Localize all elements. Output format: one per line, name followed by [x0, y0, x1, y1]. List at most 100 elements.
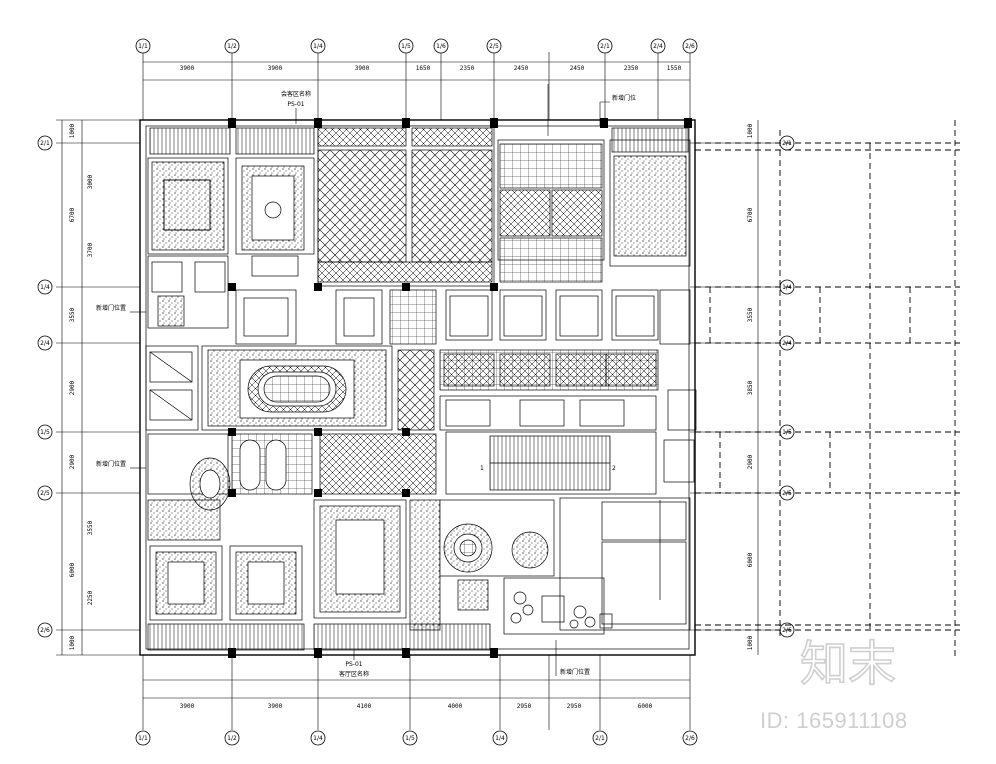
dim-text: 1000	[69, 123, 76, 138]
grid-label: 1/6	[436, 43, 446, 50]
open-area-bottom-right	[559, 497, 691, 631]
dim-text: 6000	[747, 552, 754, 567]
grid-label: 1/1	[138, 735, 148, 742]
dim-text: 6700	[747, 207, 754, 222]
grid-labels-right: 2/1 1/4 2/4 1/5 2/5 2/6	[782, 140, 792, 634]
grid-label: 1/5	[401, 43, 411, 50]
dim-text: 2450	[570, 65, 585, 72]
dim-text: 3700	[87, 242, 94, 257]
dim-text: 4000	[448, 703, 463, 710]
dim-text: 2950	[567, 703, 582, 710]
dim-text: 3550	[747, 307, 754, 322]
room-label: 1	[480, 465, 484, 472]
dim-text: 3900	[268, 65, 283, 72]
dim-text: 3550	[69, 307, 76, 322]
dims-bottom: 3900 3900 4100 4000 2950 2950 6000	[180, 703, 653, 710]
elevator-core	[235, 289, 691, 345]
dim-text: 3900	[180, 65, 195, 72]
room-label: 2	[612, 465, 616, 472]
top-dimension-lines	[142, 52, 691, 730]
dim-text: 4100	[357, 703, 372, 710]
grid-label: 1/4	[313, 43, 323, 50]
dim-text: 2250	[87, 590, 94, 605]
stairwell	[439, 389, 697, 495]
dim-text: 1000	[747, 635, 754, 650]
dims-right: 1000 6700 3550 3850 2900 6000 1000	[747, 123, 754, 650]
drawing-labels: 会客区名称 PS-01 PS-01 客厅区名称 新增门位 新增门位置 新增门位置…	[96, 90, 636, 678]
grid-label: 2/4	[782, 340, 792, 347]
lower-corridor	[147, 433, 437, 511]
grand-salon	[201, 345, 393, 431]
dim-text: 1650	[416, 65, 431, 72]
grid-label: 2/6	[685, 43, 695, 50]
dims-left-outer: 1000 6700 3550 2900 2900 6000 1000	[69, 123, 76, 650]
grid-label: 2/6	[782, 627, 792, 634]
grid-label: 2/1	[782, 140, 792, 147]
dim-text: 2900	[69, 454, 76, 469]
elevator-lobby	[397, 349, 659, 431]
terrace	[503, 577, 605, 635]
dim-text: 2350	[624, 65, 639, 72]
grid-label: 1/2	[227, 43, 237, 50]
grid-label: 2/5	[40, 490, 50, 497]
grid-label: 2/1	[595, 735, 605, 742]
dim-text: 6000	[638, 703, 653, 710]
left-service	[145, 345, 199, 431]
bottom-code-label: PS-01	[345, 661, 362, 668]
bedroom-top-left	[147, 127, 231, 329]
grid-label: 1/4	[40, 284, 50, 291]
grid-label: 1/4	[495, 735, 505, 742]
watermark-logo: 知末	[799, 632, 920, 693]
grid-label: 2/5	[489, 43, 499, 50]
bedroom-bottom-left	[147, 499, 305, 651]
note-left-2: 新增门位置	[96, 460, 126, 468]
grid-bubbles-top	[135, 38, 698, 54]
grid-label: 2/5	[782, 490, 792, 497]
lounge-top-right	[497, 127, 691, 283]
grid-label: 1/4	[782, 284, 792, 291]
round-entry	[439, 499, 555, 611]
dim-text: 2900	[69, 380, 76, 395]
note-bottom: 新增门位置	[560, 668, 590, 676]
dims-left-inner: 3000 3700 3550 2250	[87, 174, 94, 605]
watermark-id: ID: 165911108	[760, 708, 908, 733]
grid-labels-left: 2/1 1/4 2/4 1/5 2/5 2/6	[40, 140, 50, 634]
note-top-right: 新增门位	[612, 94, 636, 102]
bedroom-top-second	[235, 127, 315, 277]
grid-label: 2/1	[600, 43, 610, 50]
dim-text: 3900	[180, 703, 195, 710]
grid-label: 1/2	[227, 735, 237, 742]
dims-top: 3900 3900 3900 1650 2350 2450 2450 2350 …	[180, 65, 682, 72]
grid-label: 1/4	[313, 735, 323, 742]
structural-columns	[228, 118, 692, 658]
grid-label: 1/5	[40, 429, 50, 436]
grid-label: 2/4	[40, 340, 50, 347]
dim-text: 3000	[87, 174, 94, 189]
grid-label: 2/1	[40, 140, 50, 147]
lattice-room-top	[317, 125, 495, 287]
top-title-label: 会客区名称	[281, 90, 311, 98]
dim-text: 1000	[747, 123, 754, 138]
dim-text: 3900	[355, 65, 370, 72]
dining-bottom-center	[313, 499, 491, 651]
grid-bubbles-right	[779, 135, 795, 638]
adjacent-structure-dashed	[695, 120, 960, 660]
leader-lines	[130, 84, 610, 676]
watermark-logo-icon: 知末	[799, 635, 897, 693]
grid-label: 1/5	[405, 735, 415, 742]
dim-text: 2450	[514, 65, 529, 72]
grid-labels-bottom: 1/1 1/2 1/4 1/5 1/4 2/1 2/6	[138, 735, 695, 742]
grid-labels-top: 1/1 1/2 1/4 1/5 1/6 2/5 2/1 2/4 2/6	[138, 43, 695, 50]
bottom-title-label: 客厅区名称	[339, 670, 369, 678]
note-left-1: 新增门位置	[96, 304, 126, 312]
dim-text: 2950	[517, 703, 532, 710]
grid-label: 1/1	[138, 43, 148, 50]
dim-text: 2350	[460, 65, 475, 72]
grid-label: 2/4	[653, 43, 663, 50]
svg-text:知末: 知末	[800, 636, 896, 692]
grid-label: 2/6	[40, 627, 50, 634]
dim-text: 6000	[69, 562, 76, 577]
dim-text: 3550	[87, 520, 94, 535]
grid-label: 2/6	[685, 735, 695, 742]
